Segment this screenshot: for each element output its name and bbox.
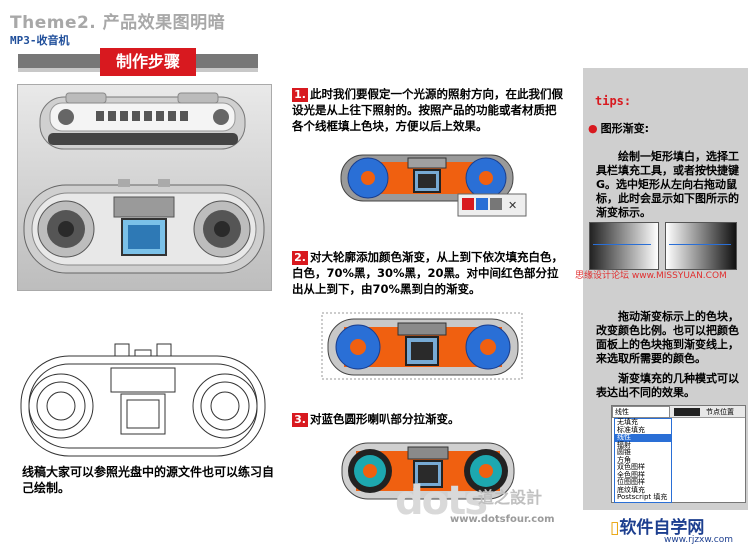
fill-option[interactable]: 位图图样 (617, 478, 645, 486)
tips-title: tips: (595, 94, 632, 108)
tips-para-1: 绘制一矩形填白，选择工具栏填充工具，或者按快捷键G。选中矩形从左向右拖动鼠标，此… (596, 150, 739, 219)
missyuan-watermark: 思缘设计论坛 www.MISSYUAN.COM (575, 271, 727, 281)
tips-para-2: 拖动渐变标示上的色块，改变颜色比例。也可以把颜色面板上的色块拖到渐变线上，来选取… (596, 310, 739, 365)
gradient-example (589, 222, 743, 270)
fill-option-selected[interactable]: 线性 (615, 433, 671, 442)
theme-title: Theme2. 产品效果图明暗 (10, 13, 226, 33)
fill-option[interactable]: 方角 (617, 455, 631, 464)
node-position-label: 节点位置 (706, 407, 734, 416)
dots-logo-cn: 道之設計 (478, 488, 543, 507)
step-3-number: 3. (292, 412, 308, 427)
step-2-text: 2.对大轮廓添加颜色渐变，从上到下依次填充白色，白色，70%黑，30%黑，20黑… (292, 249, 564, 297)
color-swatch[interactable] (674, 407, 700, 416)
fill-option[interactable]: 辐射 (617, 440, 631, 449)
step-3-description: 对蓝色圆形喇叭部分拉渐变。 (310, 412, 460, 426)
fill-mode-dropdown: 线性 节点位置 无填充 标准填充 线性 辐射 圆锥 方角 双色图样 全色图样 位… (611, 405, 746, 503)
step-2-description: 对大轮廓添加颜色渐变，从上到下依次填充白色，白色，70%黑，30%黑，20黑。对… (292, 250, 563, 296)
fill-option[interactable]: 无填充 (617, 418, 638, 426)
step-1-description: 此时我们要假定一个光源的照射方向，在此我们假设光是从上往下照射的。按照产品的功能… (292, 87, 563, 133)
rjzxw-name: 软件自学网 (619, 518, 705, 538)
step-1-illustration: ✕ (338, 150, 528, 225)
tips-para-3: 渐变填充的几种模式可以表达出不同的效果。 (596, 372, 739, 399)
tips-bullet: ●图形渐变: (588, 120, 649, 136)
rjzxw-logo: ▯软件自学网 (610, 513, 704, 538)
step-2-number: 2. (292, 250, 308, 265)
steps-banner: 制作步骤 (100, 48, 196, 76)
outline-sketch (17, 338, 270, 463)
bullet-dot-icon: ● (588, 122, 598, 135)
fill-option[interactable]: 双色图样 (617, 463, 645, 471)
rjzxw-mark-icon: ▯ (610, 518, 620, 538)
subtitle: MP3-收音机 (10, 34, 70, 47)
sketch-caption: 线稿大家可以参照光盘中的源文件也可以练习自己绘制。 (22, 465, 275, 495)
step-1-text: 1.此时我们要假定一个光源的照射方向，在此我们假设光是从上往下照射的。按照产品的… (292, 86, 564, 134)
step-1-number: 1. (292, 87, 308, 102)
step-3-illustration (338, 437, 518, 507)
fill-option[interactable]: 标准填充 (617, 425, 645, 434)
tips-bullet-label: 图形渐变: (600, 122, 650, 135)
svg-text:✕: ✕ (508, 199, 517, 212)
fill-option[interactable]: 全色图样 (617, 470, 645, 479)
fill-option[interactable]: 圆锥 (617, 448, 631, 456)
step-2-illustration (318, 309, 528, 384)
step-3-text: 3.对蓝色圆形喇叭部分拉渐变。 (292, 411, 564, 427)
fill-type-select[interactable]: 线性 (612, 405, 670, 418)
rjzxw-url: www.rjzxw.com (664, 535, 733, 545)
dots-logo: dots (395, 478, 488, 524)
dots-url: www.dotsfour.com (450, 514, 555, 525)
fill-option[interactable]: 底纹填充 (617, 485, 645, 494)
product-photo (17, 84, 272, 291)
fill-option[interactable]: Postscript 填充 (617, 493, 668, 501)
